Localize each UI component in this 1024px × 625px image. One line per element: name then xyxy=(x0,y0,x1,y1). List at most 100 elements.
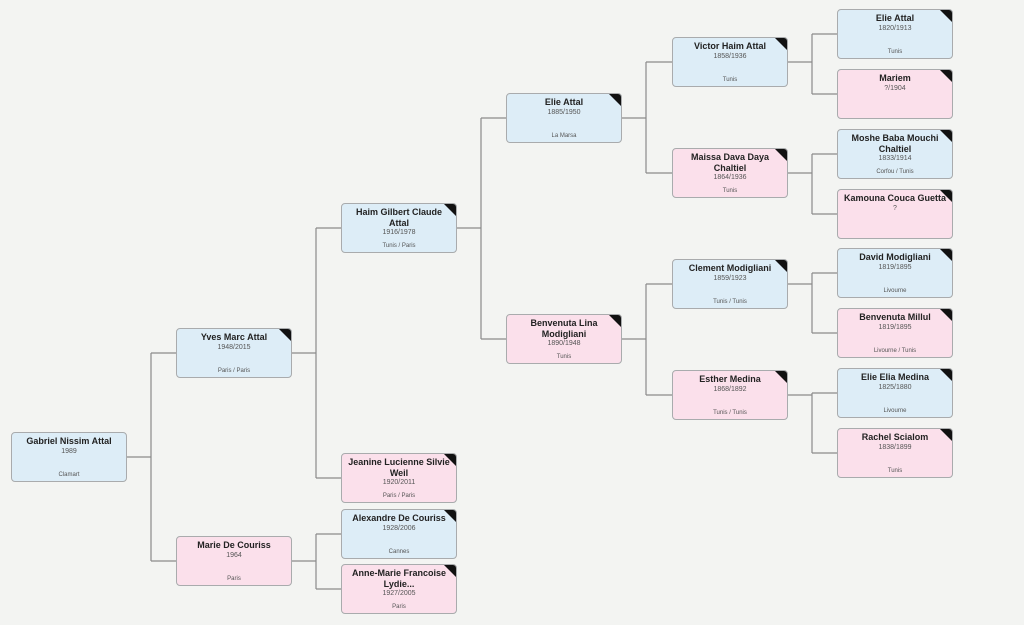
person-card-kamouna[interactable]: Kamouna Couca Guetta? xyxy=(837,189,953,239)
deceased-corner-icon xyxy=(775,149,787,161)
person-dates: 1948/2015 xyxy=(217,343,251,351)
person-place: Tunis xyxy=(722,188,738,194)
person-dates: 1890/1948 xyxy=(547,340,581,347)
person-name: Victor Haim Attal xyxy=(693,41,767,51)
deceased-corner-icon xyxy=(940,130,952,142)
person-place: Clamart xyxy=(58,472,80,478)
person-place: Cannes xyxy=(388,549,410,555)
person-dates: 1928/2006 xyxy=(382,524,416,532)
deceased-corner-icon xyxy=(444,565,456,577)
deceased-corner-icon xyxy=(940,10,952,22)
deceased-corner-icon xyxy=(444,454,456,466)
person-dates: 1927/2005 xyxy=(382,590,416,597)
person-dates: 1989 xyxy=(61,447,77,455)
person-name: Benvenuta Lina Modigliani xyxy=(530,318,598,339)
deceased-corner-icon xyxy=(609,315,621,327)
deceased-corner-icon xyxy=(940,429,952,441)
person-dates: 1868/1892 xyxy=(713,385,747,393)
deceased-corner-icon xyxy=(444,204,456,216)
person-dates: ? xyxy=(893,204,897,212)
person-dates: 1838/1899 xyxy=(878,443,912,451)
deceased-corner-icon xyxy=(940,369,952,381)
person-name: Maissa Dava Daya Chaltiel xyxy=(690,152,770,173)
person-name: Mariem xyxy=(879,73,911,83)
person-place: Paris xyxy=(227,576,241,582)
deceased-corner-icon xyxy=(940,309,952,321)
person-place: Tunis / Tunis xyxy=(713,299,747,305)
deceased-corner-icon xyxy=(775,38,787,50)
person-place: Tunis xyxy=(887,468,903,474)
person-place: Tunis xyxy=(556,354,572,360)
person-dates: 1864/1936 xyxy=(713,174,747,181)
person-place: Paris / Paris xyxy=(217,368,251,374)
deceased-corner-icon xyxy=(609,94,621,106)
person-name: Rachel Scialom xyxy=(861,432,929,442)
person-place: Tunis / Tunis xyxy=(713,410,747,416)
person-dates: 1964 xyxy=(226,551,242,559)
person-place: La Marsa xyxy=(551,133,577,139)
person-name: Marie De Couriss xyxy=(197,540,271,550)
person-dates: 1825/1880 xyxy=(878,383,912,391)
person-name: Clement Modigliani xyxy=(688,263,772,273)
person-name: Elie Attal xyxy=(544,97,584,107)
person-place: Paris / Paris xyxy=(382,493,416,499)
deceased-corner-icon xyxy=(940,190,952,202)
person-place: Tunis / Paris xyxy=(382,243,416,249)
person-name: Elie Elia Medina xyxy=(860,372,930,382)
person-name: Benvenuta Millul xyxy=(859,312,931,322)
person-name: David Modigliani xyxy=(859,252,931,262)
deceased-corner-icon xyxy=(940,249,952,261)
person-place: Livourne xyxy=(883,288,907,294)
person-name: Yves Marc Attal xyxy=(200,332,268,342)
person-name: Elie Attal xyxy=(875,13,915,23)
person-name: Alexandre De Couriss xyxy=(352,513,446,523)
person-dates: 1820/1913 xyxy=(878,24,912,32)
person-dates: 1819/1895 xyxy=(878,263,912,271)
person-name: Haim Gilbert Claude Attal xyxy=(355,207,443,228)
person-place: Tunis xyxy=(887,49,903,55)
deceased-corner-icon xyxy=(279,329,291,341)
person-dates: 1833/1914 xyxy=(878,155,912,162)
person-name: Anne-Marie Francoise Lydie... xyxy=(351,568,447,589)
person-name: Moshe Baba Mouchi Chaltiel xyxy=(851,133,939,154)
person-dates: 1819/1895 xyxy=(878,323,912,331)
deceased-corner-icon xyxy=(444,510,456,522)
person-place: Paris xyxy=(392,604,406,610)
person-place: Livourne xyxy=(883,408,907,414)
person-place: Tunis xyxy=(722,77,738,83)
person-dates: 1916/1978 xyxy=(382,229,416,236)
person-name: Jeanine Lucienne Silvie Weil xyxy=(348,457,450,478)
deceased-corner-icon xyxy=(775,371,787,383)
person-place: Corfou / Tunis xyxy=(876,169,914,175)
deceased-corner-icon xyxy=(940,70,952,82)
person-name: Gabriel Nissim Attal xyxy=(26,436,112,446)
person-dates: ?/1904 xyxy=(884,84,906,92)
person-dates: 1859/1923 xyxy=(713,274,747,282)
person-place: Livourne / Tunis xyxy=(873,348,917,354)
person-card-mariem[interactable]: Mariem?/1904 xyxy=(837,69,953,119)
person-dates: 1885/1950 xyxy=(547,108,581,116)
person-name: Esther Medina xyxy=(699,374,761,384)
person-dates: 1920/2011 xyxy=(382,479,416,486)
person-dates: 1858/1936 xyxy=(713,52,747,60)
